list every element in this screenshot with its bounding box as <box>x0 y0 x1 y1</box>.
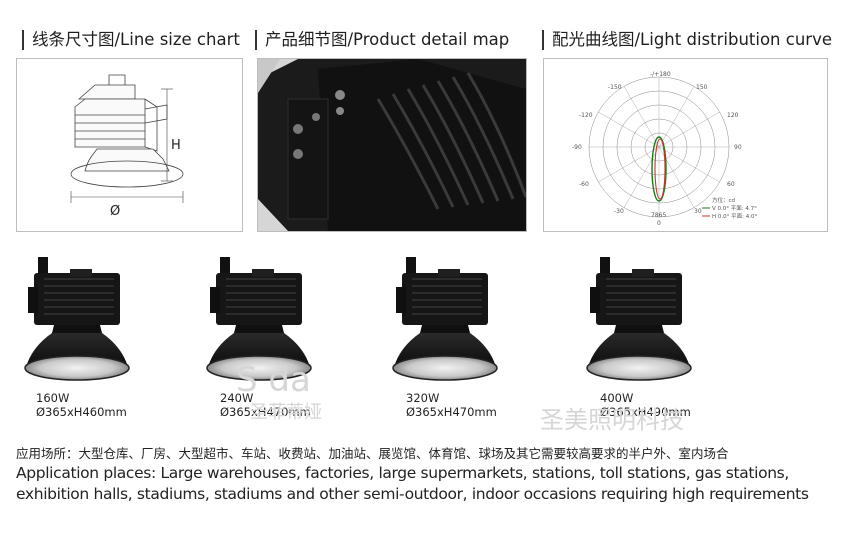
legend-v: V 0.0° 平面: 4.7° <box>712 205 757 212</box>
highbay-light-image <box>24 256 130 381</box>
application-places-en-line2: exhibition halls, stadiums, stadiums and… <box>16 485 809 503</box>
polar-spoke <box>598 146 660 183</box>
legend-h: H 0.0° 平面: 4.0° <box>712 213 757 220</box>
polar-left-label: -120 <box>579 112 593 119</box>
product-dimensions: Ø365xH460mm <box>36 405 127 419</box>
product-detail-map-title: 产品细节图/Product detail map <box>255 30 509 50</box>
polar-right-label: 60 <box>727 181 735 188</box>
product-240w: 240W Ø365xH470mm <box>196 255 336 419</box>
light-distribution-curve-title: 配光曲线图/Light distribution curve <box>542 30 832 50</box>
polar-spoke <box>658 86 695 148</box>
product-320w: 320W Ø365xH470mm <box>382 255 522 419</box>
product-power: 240W <box>220 391 254 405</box>
product-power: 400W <box>600 391 634 405</box>
diameter-label: Ø <box>110 204 120 219</box>
polar-left-label: -90 <box>572 144 582 151</box>
polar-left-label: -60 <box>579 181 589 188</box>
line-size-chart-panel: H Ø <box>16 58 243 232</box>
polar-right-label: 90 <box>734 144 742 151</box>
line-drawing: H Ø <box>70 74 184 219</box>
product-detail-image <box>258 59 526 231</box>
product-dimensions: Ø365xH470mm <box>406 405 497 419</box>
application-places-en-line1: Application places: Large warehouses, fa… <box>16 464 789 482</box>
product-power: 160W <box>36 391 70 405</box>
polar-diagram: -/+180 -150 -120 -90 -60 -30 150 120 90 … <box>572 71 757 227</box>
polar-spoke <box>658 146 720 183</box>
polar-right-label: 120 <box>727 112 739 119</box>
polar-right-label: 30 <box>694 208 702 215</box>
application-places-cn: 应用场所：大型仓库、厂房、大型超市、车站、收费站、加油站、展览馆、体育馆、球场及… <box>16 446 729 461</box>
product-dimensions: Ø365xH490mm <box>600 405 691 419</box>
polar-center-value: 7865 <box>651 212 666 219</box>
product-detail-panel <box>257 58 527 232</box>
line-size-chart-title: 线条尺寸图/Line size chart <box>22 30 240 50</box>
legend-title: 方位：cd <box>712 196 735 204</box>
polar-bottom-label: 0 <box>657 220 661 227</box>
v-curve <box>651 136 667 202</box>
polar-left-label: -150 <box>608 84 622 91</box>
polar-spoke <box>658 111 720 148</box>
highbay-light-image <box>206 256 312 381</box>
polar-right-label: 150 <box>696 84 708 91</box>
h-curve <box>654 138 666 200</box>
polar-spoke <box>598 111 660 148</box>
polar-spoke <box>623 86 660 148</box>
polar-top-label: -/+180 <box>650 71 671 78</box>
light-distribution-panel: -/+180 -150 -120 -90 -60 -30 150 120 90 … <box>543 58 828 232</box>
polar-spoke <box>623 146 660 208</box>
highbay-light-image <box>586 256 692 381</box>
product-160w: 160W Ø365xH460mm <box>14 255 154 419</box>
highbay-light-image <box>392 256 498 381</box>
height-label: H <box>171 138 181 153</box>
product-power: 320W <box>406 391 440 405</box>
product-dimensions: Ø365xH470mm <box>220 405 311 419</box>
polar-left-label: -30 <box>614 208 624 215</box>
application-places: 应用场所：大型仓库、厂房、大型超市、车站、收费站、加油站、展览馆、体育馆、球场及… <box>16 445 836 505</box>
product-400w: 400W Ø365xH490mm <box>576 255 716 419</box>
